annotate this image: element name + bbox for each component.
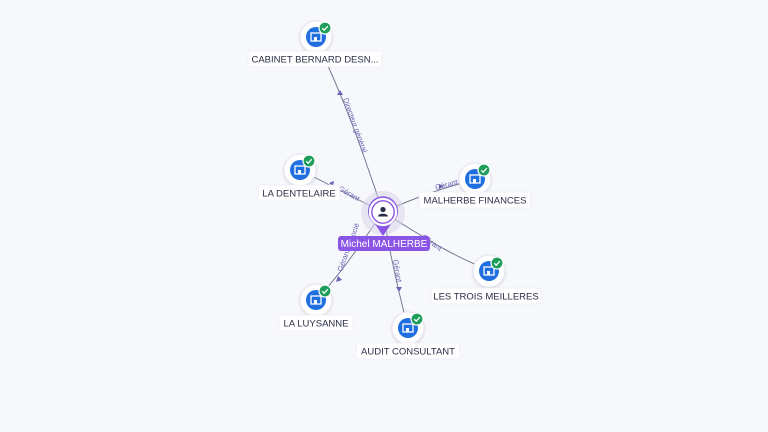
company-label-la-dentelaire[interactable]: LA DENTELAIRE (257, 184, 341, 202)
arrow-icon (336, 276, 342, 282)
company-name: LA DENTELAIRE (262, 189, 335, 200)
arrow-icon (337, 90, 343, 95)
verified-badge-icon (477, 163, 491, 177)
company-node-cabinet-bernard[interactable] (299, 20, 333, 54)
verified-badge-icon (490, 256, 504, 270)
company-node-les-trois-meilleres[interactable] (472, 254, 506, 288)
edge-labels: Directeur général Gérant Gérant Gérant G… (335, 97, 459, 284)
person-name: Michel MALHERBE (341, 239, 428, 250)
verified-badge-icon (318, 284, 332, 298)
arrow-icon (396, 287, 402, 292)
center-person-label[interactable]: Michel MALHERBE (338, 236, 430, 251)
edge-label-malherbe-finances: Gérant (434, 177, 459, 192)
company-name: LA LUYSANNE (284, 319, 349, 330)
company-name: LES TROIS MEILLERES (433, 292, 538, 303)
company-name: MALHERBE FINANCES (424, 196, 527, 207)
edge-label-audit-consultant: Gérant (391, 259, 404, 284)
edge-arrows (329, 90, 444, 292)
company-label-malherbe-finances[interactable]: MALHERBE FINANCES (418, 191, 532, 209)
verified-badge-icon (302, 154, 316, 168)
company-node-la-luysanne[interactable] (299, 283, 333, 317)
company-node-malherbe-finances[interactable] (458, 162, 492, 196)
company-node-la-dentelaire[interactable] (283, 153, 317, 187)
company-label-cabinet-bernard[interactable]: CABINET BERNARD DESN... (247, 50, 383, 68)
edge-label-cabinet-bernard: Directeur général (341, 97, 369, 154)
company-name: AUDIT CONSULTANT (361, 347, 455, 358)
edge-label-la-dentelaire: Gérant (337, 184, 362, 204)
person-icon (378, 206, 388, 217)
arrow-icon (439, 184, 444, 189)
company-node-audit-consultant[interactable] (391, 311, 425, 345)
center-person-node[interactable] (361, 191, 405, 236)
company-label-les-trois-meilleres[interactable]: LES TROIS MEILLERES (430, 287, 542, 305)
verified-badge-icon (318, 21, 332, 35)
company-name: CABINET BERNARD DESN... (251, 55, 378, 66)
verified-badge-icon (410, 312, 424, 326)
company-label-audit-consultant[interactable]: AUDIT CONSULTANT (355, 342, 461, 360)
company-label-la-luysanne[interactable]: LA LUYSANNE (278, 314, 354, 332)
